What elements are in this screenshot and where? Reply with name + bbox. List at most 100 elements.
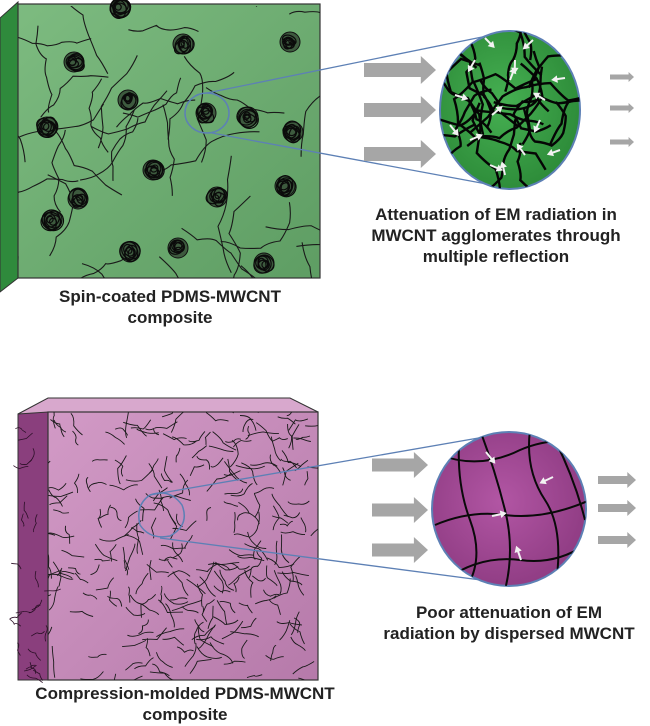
cnt-fiber xyxy=(241,617,257,629)
zoom-line-lower xyxy=(211,132,493,186)
cnt-fiber xyxy=(48,586,59,611)
reflection-arrow-shaft xyxy=(469,59,476,69)
cnt-fiber xyxy=(72,430,79,446)
spin-coated-caption-line-2: composite xyxy=(127,308,213,327)
compression-molded-caption-line-1: Compression-molded PDMS-MWCNT xyxy=(35,684,335,703)
cnt-fiber xyxy=(70,6,109,75)
side-cnt-fiber xyxy=(9,612,22,620)
reflection-arrow xyxy=(491,510,507,518)
cnt-fiber xyxy=(97,508,102,528)
cnt-fiber xyxy=(172,571,189,596)
cnt-fiber xyxy=(124,520,142,537)
cnt-fiber xyxy=(191,445,207,459)
cnt-fiber xyxy=(181,606,199,614)
cnt-fiber xyxy=(74,572,89,584)
cnt-fiber xyxy=(172,436,198,446)
cnt-agglomerate xyxy=(63,51,85,73)
cnt-fiber xyxy=(219,569,235,591)
cnt-fiber xyxy=(255,595,277,605)
cnt-fiber xyxy=(55,131,123,196)
cnt-fiber xyxy=(158,256,179,278)
agglomerate-loop xyxy=(285,127,297,139)
cnt-fiber xyxy=(280,534,290,564)
cnt-fiber xyxy=(281,450,302,468)
cnt-fiber xyxy=(127,586,131,603)
reflection-arrow xyxy=(510,59,519,74)
cnt-fiber xyxy=(125,606,146,616)
cnt-fiber xyxy=(99,504,111,519)
cnt-fiber xyxy=(122,77,182,118)
cnt-fiber xyxy=(123,421,147,437)
cnt-fiber xyxy=(91,459,108,462)
agglomerate-loop xyxy=(41,209,60,228)
cnt-agglomerate xyxy=(117,89,139,111)
cnt-fiber xyxy=(148,463,163,489)
zoom-line-lower-bottom xyxy=(159,537,497,583)
cnt-fiber xyxy=(223,501,239,507)
side-cnt-fiber xyxy=(33,669,44,681)
agglomerate-loop xyxy=(119,241,138,261)
cnt-fiber xyxy=(276,621,302,626)
reflection-arrow xyxy=(484,37,495,49)
agglomerate-loop xyxy=(242,113,250,121)
agglomerate-loop xyxy=(280,179,293,196)
incoming-em-arrow xyxy=(372,537,428,563)
cnt-fiber xyxy=(270,436,282,462)
cnt-fiber xyxy=(287,423,293,449)
transmitted-em-arrow xyxy=(610,103,634,113)
cnt-fiber xyxy=(48,594,52,597)
cnt-fiber xyxy=(254,487,275,494)
cnt-fiber xyxy=(80,248,132,278)
reflection-arrow-head xyxy=(495,105,503,113)
zoom-line-upper xyxy=(206,34,493,94)
side-cnt-fiber xyxy=(26,674,43,684)
cnt-fiber xyxy=(167,570,191,578)
cnt-agglomerate xyxy=(167,237,189,259)
cnt-fiber xyxy=(197,561,215,588)
cnt-fiber xyxy=(49,495,68,506)
cnt-fiber xyxy=(64,525,71,544)
cnt-fiber xyxy=(113,673,117,680)
side-cnt-fiber xyxy=(27,648,41,661)
cnt-fiber xyxy=(248,511,260,538)
agglomerate-loop xyxy=(123,243,135,257)
cnt-agglomerate xyxy=(274,175,297,198)
incoming-em-arrow xyxy=(372,497,428,523)
cnt-fiber xyxy=(110,506,122,521)
cnt-fiber xyxy=(224,488,244,495)
cnt-fiber xyxy=(229,439,239,468)
side-cnt-fiber xyxy=(34,570,39,588)
reflection-arrow-shaft xyxy=(516,550,522,561)
tangled-cnt xyxy=(440,31,543,77)
cnt-fiber xyxy=(210,457,224,468)
cnt-fiber xyxy=(70,412,83,436)
tangled-cnt xyxy=(512,98,552,133)
reflection-arrow xyxy=(499,161,507,176)
reflection-arrow-shaft xyxy=(489,164,499,170)
agglomerate-loop xyxy=(261,260,270,269)
cnt-fiber xyxy=(82,592,98,600)
cnt-fiber xyxy=(176,646,194,653)
cnt-fiber xyxy=(125,662,143,671)
dispersed-cnt-fibers-dense xyxy=(48,412,318,680)
cnt-fiber xyxy=(156,628,185,638)
agglomerate-loop xyxy=(212,187,226,207)
agglomerate-loop xyxy=(40,211,62,232)
cnt-fiber xyxy=(196,455,211,470)
reflection-arrow xyxy=(522,39,534,50)
cnt-fiber xyxy=(164,556,178,562)
agglomerate-caption-line-3: multiple reflection xyxy=(422,247,570,266)
side-cnt-fiber xyxy=(15,427,27,433)
reflection-arrow xyxy=(489,164,503,172)
cnt-fiber xyxy=(109,544,117,562)
side-cnt-fiber xyxy=(19,459,33,465)
transmitted-em-arrow xyxy=(598,532,636,548)
cnt-fiber xyxy=(48,482,67,491)
reflection-arrow xyxy=(516,143,526,156)
cnt-fiber xyxy=(189,658,212,674)
compression-molded-sample-block xyxy=(9,397,319,684)
cnt-fiber xyxy=(149,671,175,680)
compression-molded-caption: Compression-molded PDMS-MWCNT composite xyxy=(0,683,370,725)
cnt-fiber xyxy=(280,458,297,469)
agglomerate-loop xyxy=(121,240,141,260)
